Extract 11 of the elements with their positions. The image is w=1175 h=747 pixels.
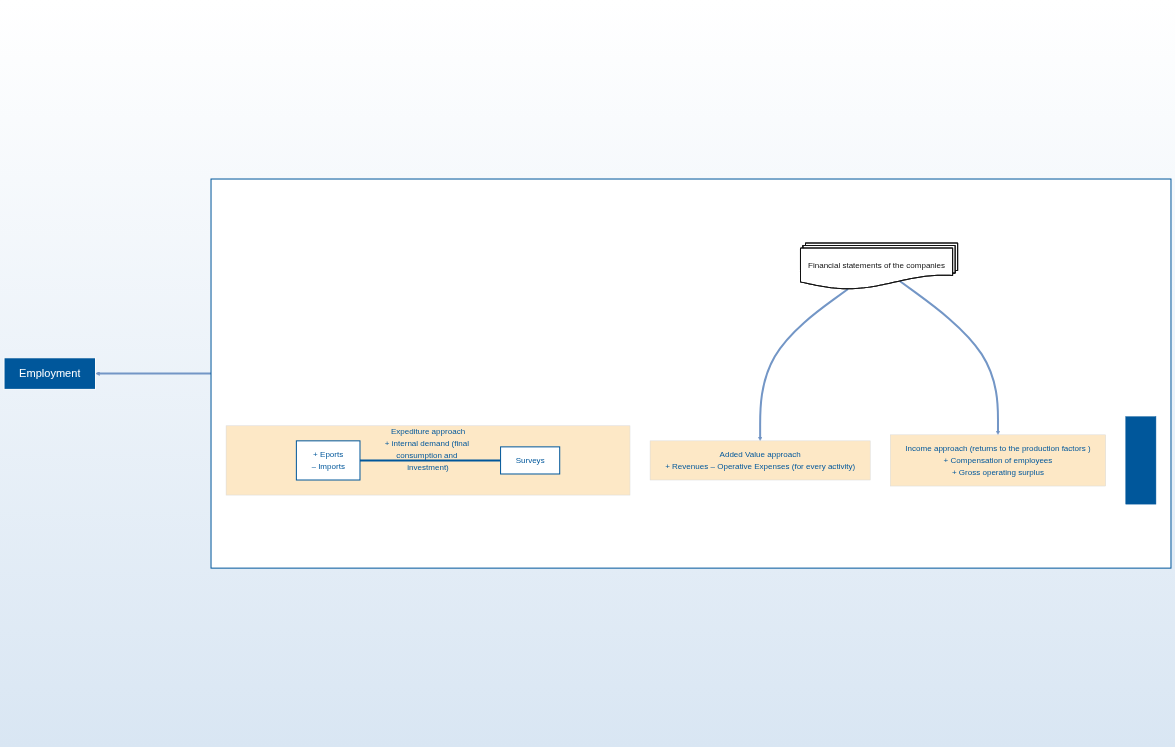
node-box: Employment [3, 357, 97, 390]
node-box: Income approach (returns to the production factors ) + Compensation of employees + Gross operating surplus [890, 434, 1106, 487]
connector [360, 459, 501, 462]
arrow [757, 288, 849, 441]
node-box: Surveys [500, 446, 561, 475]
arrow [899, 280, 1001, 435]
node-box: Added Value approach + Revenues – Operative Expenses (for every activity) [649, 440, 871, 481]
arrow [95, 371, 211, 376]
node-box: + Eports – Imports [295, 440, 361, 481]
node-bar [1125, 416, 1157, 505]
cluster [210, 178, 1172, 569]
